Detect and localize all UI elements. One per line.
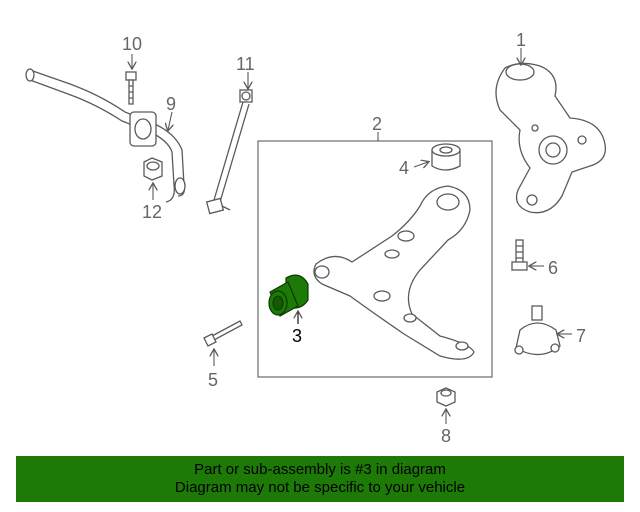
nut-part-12	[143, 157, 163, 181]
bolt-part-6	[511, 239, 528, 271]
callout-3: 3	[292, 326, 302, 346]
callout-7: 7	[576, 326, 586, 346]
info-banner: Part or sub-assembly is #3 in diagram Di…	[16, 456, 624, 502]
steering-knuckle	[495, 62, 607, 214]
stabilizer-bar	[25, 68, 186, 203]
callout-1: 1	[516, 30, 526, 50]
banner-line-1: Part or sub-assembly is #3 in diagram	[194, 461, 446, 478]
highlighted-bushing-part-3	[268, 274, 309, 317]
bushing-part-4	[431, 143, 461, 171]
callout-11: 11	[236, 54, 255, 74]
banner-line-2: Diagram may not be specific to your vehi…	[174, 479, 466, 496]
assembly-box	[257, 140, 493, 378]
control-arm	[313, 185, 475, 360]
callout-9: 9	[166, 94, 176, 114]
leader-lines	[132, 48, 572, 424]
stabilizer-link	[205, 89, 253, 215]
ball-joint-part-7	[514, 305, 561, 356]
callout-5: 5	[208, 370, 218, 390]
bolt-part-5	[203, 320, 243, 347]
callout-4: 4	[399, 158, 409, 178]
callout-8: 8	[441, 426, 451, 446]
callout-2: 2	[372, 114, 382, 134]
callout-12: 12	[142, 202, 162, 222]
bolt-part-10	[125, 71, 137, 105]
callout-10: 10	[122, 34, 142, 54]
cap-part-8	[436, 387, 456, 407]
callout-6: 6	[548, 258, 558, 278]
